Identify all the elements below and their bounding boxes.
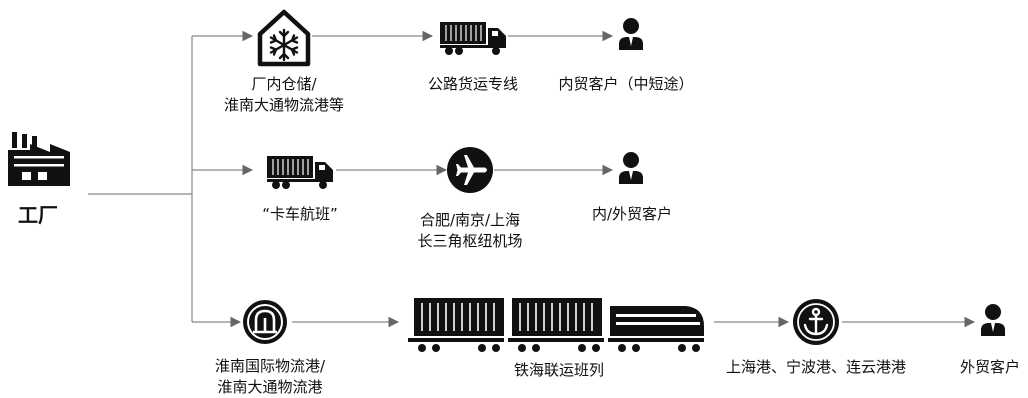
airport-label: 合肥/南京/上海 长三角枢纽机场	[417, 210, 522, 252]
seaport-label: 上海港、宁波港、连云港港	[725, 358, 907, 376]
factory-icon	[8, 132, 70, 186]
logistics-port-label-line2: 淮南大通物流港	[217, 378, 323, 396]
snowflake-warehouse-icon	[257, 9, 311, 67]
rail-sea-label: 铁海联运班列	[513, 361, 605, 379]
person-icon	[619, 152, 643, 184]
airport-label-line1: 合肥/南京/上海	[419, 211, 521, 229]
truck-icon	[267, 156, 333, 189]
flow-connectors	[88, 30, 976, 328]
truck-flight-label: “卡车航班”	[262, 205, 338, 223]
factory-label: 工厂	[18, 203, 58, 227]
warehouse-label-line2: 淮南大通物流港等	[223, 96, 345, 114]
logistics-port-label: 淮南国际物流港/ 淮南大通物流港	[215, 356, 325, 398]
warehouse-label-line1: 厂内仓储/	[251, 75, 317, 93]
foreign-customer-label: 外贸客户	[959, 358, 1021, 376]
train-icon	[408, 298, 704, 352]
airport-label-line2: 长三角枢纽机场	[417, 232, 523, 250]
domestic-customer-label: 内贸客户（中短途）	[558, 75, 694, 93]
airplane-icon	[447, 147, 493, 193]
logistics-port-label-line1: 淮南国际物流港/	[214, 357, 326, 375]
truck-icon	[440, 22, 506, 55]
person-icon	[619, 18, 643, 50]
intl-domestic-customer-label: 内/外贸客户	[591, 205, 673, 223]
road-freight-label: 公路货运专线	[427, 75, 519, 93]
railway-logo-icon	[243, 300, 287, 344]
person-icon	[981, 304, 1005, 336]
warehouse-label: 厂内仓储/ 淮南大通物流港等	[224, 74, 344, 116]
anchor-icon	[793, 299, 839, 345]
